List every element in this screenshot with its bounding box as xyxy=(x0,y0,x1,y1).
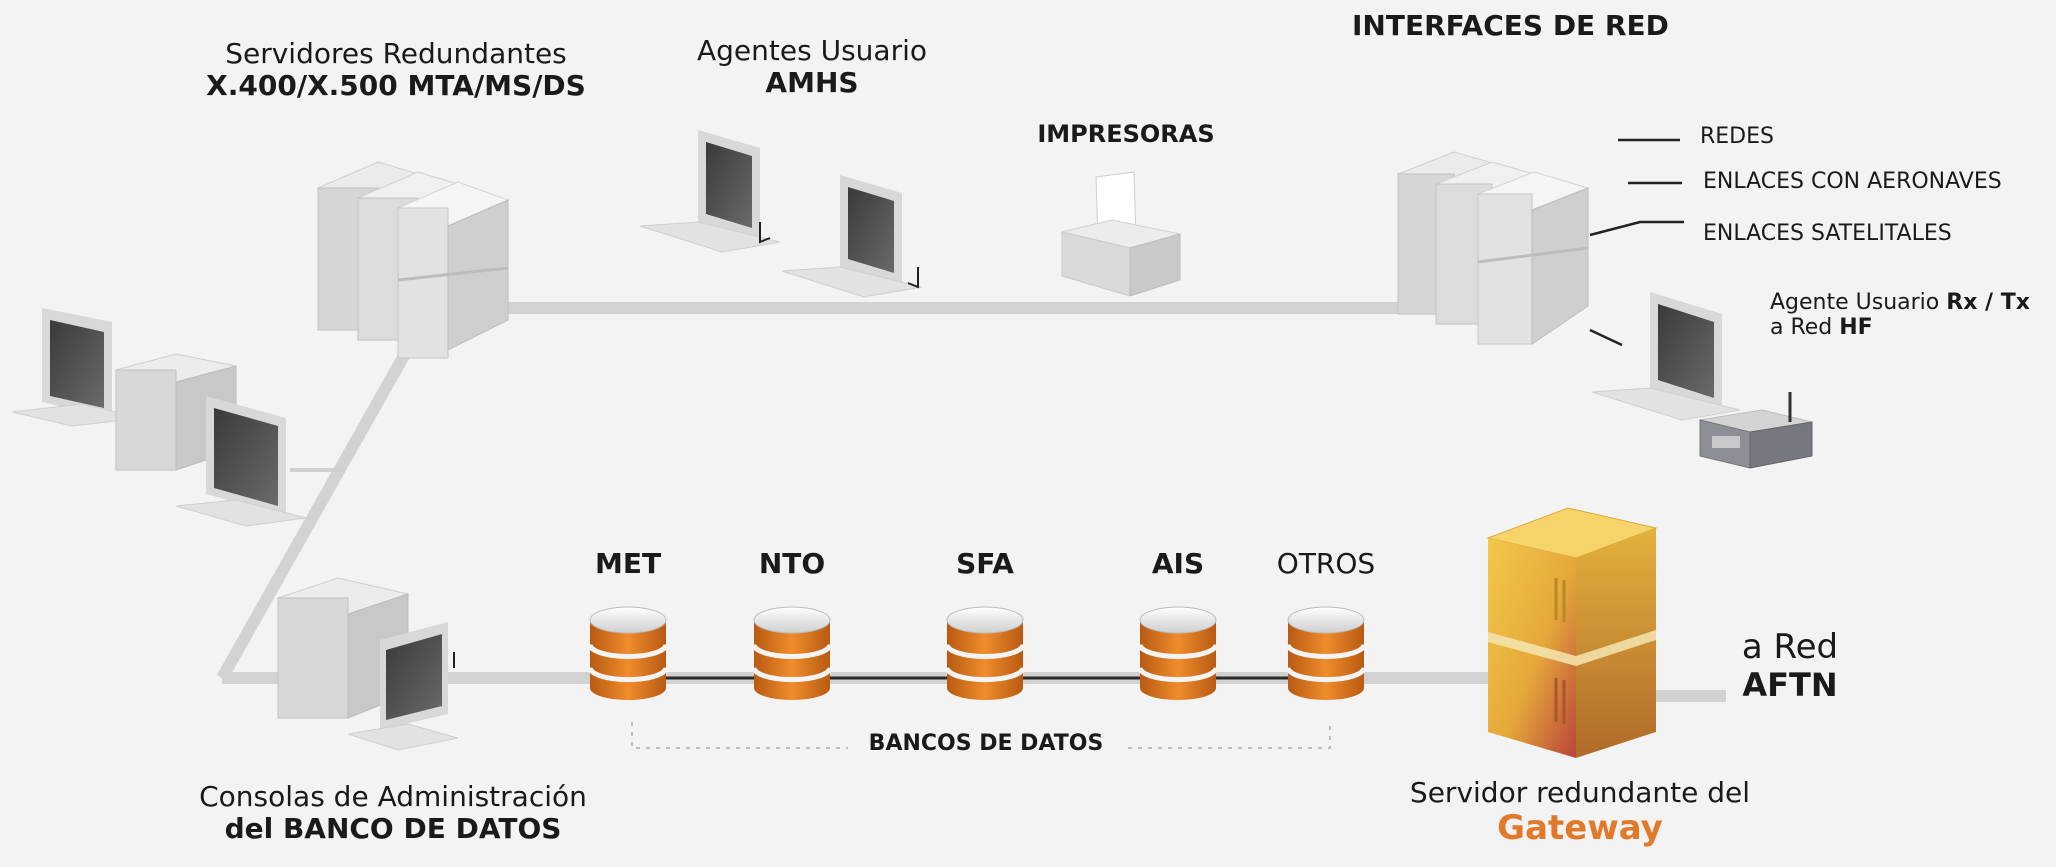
laptop-icon xyxy=(781,175,923,298)
databanks-label: BANCOS DE DATOS xyxy=(868,731,1104,756)
laptop-icon xyxy=(639,130,781,253)
hf-agent-line2-prefix: a Red xyxy=(1770,315,1840,341)
servers-label: Servidores Redundantes X.400/X.500 MTA/M… xyxy=(206,37,586,103)
gateway-server-icon xyxy=(1486,507,1658,758)
database-cylinder-icon xyxy=(1137,606,1219,700)
diagonal-link xyxy=(216,342,416,681)
interface-server-icon xyxy=(1396,151,1590,345)
database-cylinder-icon xyxy=(587,606,669,700)
servers-label-line1: Servidores Redundantes xyxy=(225,37,567,70)
printers-label: IMPRESORAS xyxy=(1037,120,1215,148)
workstation-icon xyxy=(175,396,307,527)
agents-label: Agentes Usuario AMHS xyxy=(696,34,928,100)
hf-agent-hf: HF xyxy=(1839,315,1873,341)
hf-agent-prefix: Agente Usuario xyxy=(1770,290,1947,315)
printer-icon xyxy=(1061,171,1181,297)
admin-label-line1: Consolas de Administración xyxy=(199,780,587,813)
database-cylinder-icon xyxy=(944,606,1026,700)
aftn-label: a Red AFTN xyxy=(1741,627,1839,705)
database-label-met: MET xyxy=(594,547,662,580)
interface-connectors xyxy=(1589,138,1684,347)
agents-label-line1: Agentes Usuario xyxy=(696,34,928,67)
workstation-icon xyxy=(11,308,143,427)
database-label-sfa: SFA xyxy=(956,547,1014,580)
admin-label-line2: del BANCO DE DATOS xyxy=(224,812,562,846)
interface-label-satelitales: ENLACES SATELITALES xyxy=(1703,221,1952,246)
database-label-otros: OTROS xyxy=(1276,547,1376,580)
admin-console-icon xyxy=(276,577,459,751)
server-tower-icon xyxy=(316,161,510,359)
interface-label-aeronaves: ENLACES CON AERONAVES xyxy=(1703,169,2002,194)
diagram-title: INTERFACES DE RED xyxy=(1352,9,1669,42)
database-label-ais: AIS xyxy=(1151,547,1205,580)
gateway-label-line2: Gateway xyxy=(1497,808,1663,849)
databanks-bracket xyxy=(631,722,1331,749)
hf-agent-rxtx: Rx / Tx xyxy=(1946,290,2030,315)
databases xyxy=(587,606,1367,700)
database-cylinder-icon xyxy=(1285,606,1367,700)
aftn-label-line2: AFTN xyxy=(1742,666,1838,705)
laptop-icon xyxy=(1591,292,1741,421)
database-label-nto: NTO xyxy=(758,547,826,580)
gateway-label-line1: Servidor redundante del xyxy=(1409,776,1751,809)
gateway-label: Servidor redundante del Gateway xyxy=(1409,776,1751,849)
aftn-label-line1: a Red xyxy=(1741,627,1839,667)
agents-label-line2: AMHS xyxy=(765,66,859,100)
servers-label-line2: X.400/X.500 MTA/MS/DS xyxy=(206,69,586,103)
hf-agent-label: Agente Usuario Rx / Tx a Red HF xyxy=(1770,290,2030,341)
radio-transceiver-icon xyxy=(1699,392,1813,469)
admin-console-label: Consolas de Administración del BANCO DE … xyxy=(199,780,587,846)
interface-label-redes: REDES xyxy=(1700,124,1774,149)
database-cylinder-icon xyxy=(751,606,833,700)
